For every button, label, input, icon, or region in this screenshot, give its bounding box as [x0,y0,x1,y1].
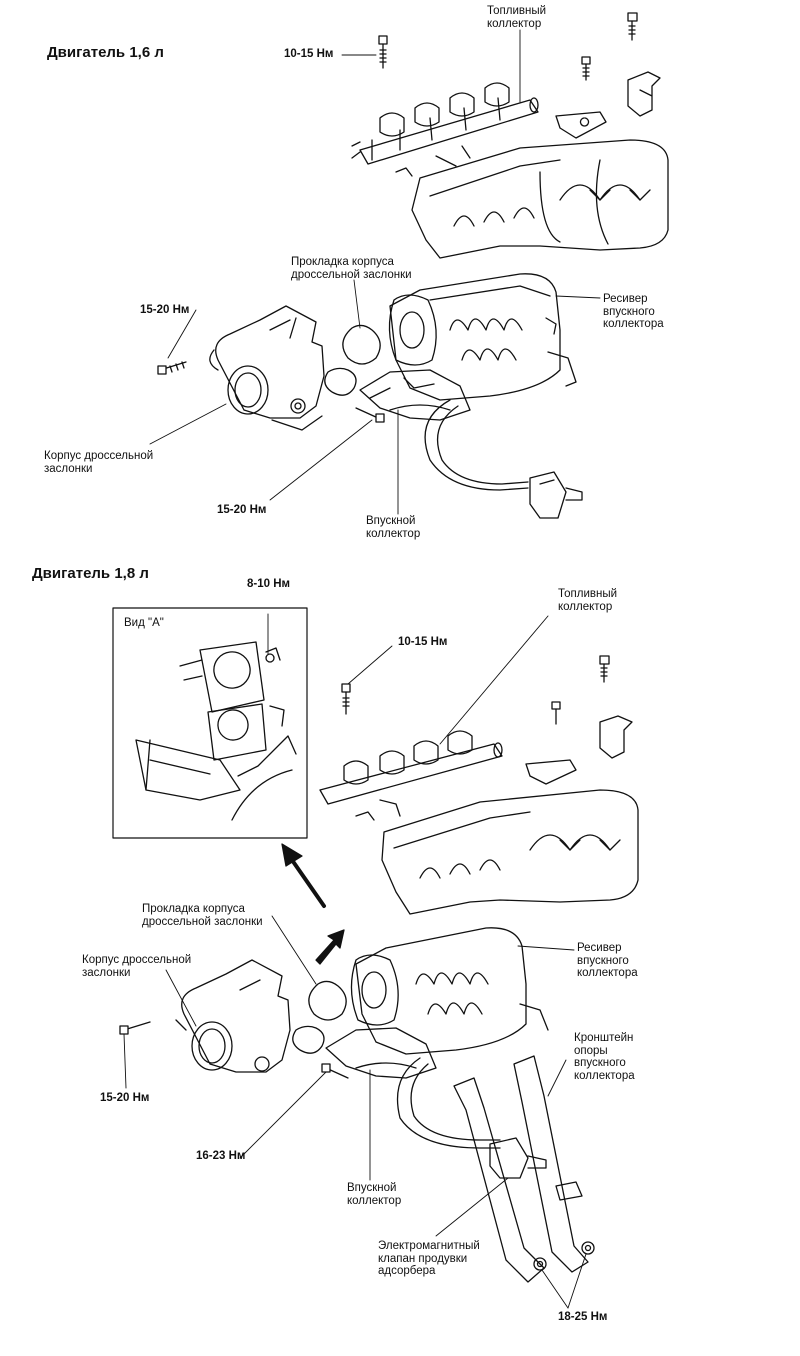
label-fuel-rail: Топливный коллектор [558,588,618,613]
purge-valve-part [489,1137,547,1179]
bolt-icon [627,12,638,41]
support-bracket-part [453,1055,595,1283]
hose-part [424,399,529,491]
bolt-icon [378,35,388,69]
bolt-icon [341,683,351,715]
plenum-part [350,927,549,1055]
intake-manifold-part [359,369,471,421]
leader-lines-lower [123,613,587,1309]
clip-part [555,111,607,139]
label-fuel-rail: Топливный коллектор [487,5,547,30]
plenum-part [388,273,577,401]
label-throttle-gasket: Прокладка корпуса дроссельной заслонки [142,903,263,928]
hose-part [396,1057,501,1149]
bracket-part [627,71,661,117]
torque-label: 15-20 Нм [100,1092,150,1104]
label-throttle-body: Корпус дроссельной заслонки [44,450,154,475]
torque-label: 10-15 Нм [284,48,334,60]
torque-label: 8-10 Нм [247,578,291,590]
intake-manifold-part [325,1027,437,1079]
bolt-icon [551,701,561,725]
fuel-rail-part [351,82,539,177]
view-a-frame [112,607,308,839]
intake-cover-part [381,789,639,915]
torque-label: 15-20 Нм [217,504,267,516]
throttle-gasket-part [324,324,381,396]
label-throttle-gasket: Прокладка корпуса дроссельной заслонки [291,256,412,281]
leader-lines-upper [149,29,601,515]
torque-label: 18-25 Нм [558,1311,608,1323]
label-view-a: Вид "А" [124,617,164,629]
label-intake-manifold: Впускной коллектор [366,515,421,540]
label-support-bracket: Кронштейн опоры впускного коллектора [574,1032,635,1082]
clip-part [525,759,577,785]
bolt-icon [119,1021,151,1035]
intake-cover-part [411,139,669,259]
throttle-body-part [209,305,325,431]
label-intake-manifold: Впускной коллектор [347,1182,402,1207]
throttle-gasket-part [292,980,347,1054]
label-plenum: Ресивер впускного коллектора [577,942,638,979]
view-arrow-solid [315,929,345,965]
torque-label: 15-20 Нм [140,304,190,316]
section-title-16: Двигатель 1,6 л [47,44,164,61]
bracket-part [599,715,633,759]
torque-label: 16-23 Нм [196,1150,246,1162]
view-arrow-outline [281,843,326,908]
bolt-icon [599,655,610,683]
view-a-inset [112,607,308,839]
label-throttle-body: Корпус дроссельной заслонки [82,954,192,979]
section-title-18: Двигатель 1,8 л [32,565,149,582]
torque-label: 10-15 Нм [398,636,448,648]
purge-valve-part [529,471,583,519]
bolt-icon [355,407,385,423]
engine-16-assembly [157,12,669,519]
throttle-body-part [175,959,291,1073]
label-plenum: Ресивер впускного коллектора [603,293,664,330]
engine-18-assembly [119,655,639,1283]
bolt-icon [157,361,187,375]
bolt-icon [321,1063,349,1079]
label-purge-valve: Электромагнитный клапан продувки адсорбе… [378,1240,480,1277]
fuel-rail-part [319,730,503,821]
bolt-icon [581,56,591,81]
